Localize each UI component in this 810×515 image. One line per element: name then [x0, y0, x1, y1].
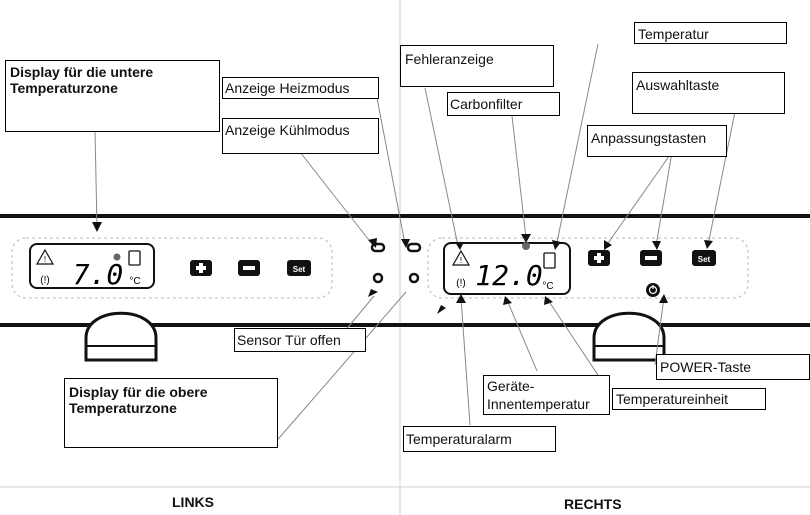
left-door-sensor-indicator: [372, 272, 384, 284]
filter-icon: [128, 250, 141, 266]
temp-unit-label: Temperatureinheit: [616, 391, 729, 407]
carbon-filter-label: Carbonfilter: [450, 96, 523, 112]
cool-mode-label: Anzeige Kühlmodus: [225, 122, 350, 138]
temperature-alarm-icon: (!): [40, 275, 49, 286]
temperature-box: [634, 22, 787, 44]
error-label: Fehleranzeige: [405, 51, 494, 67]
temp-alarm-label: Temperaturalarm: [406, 431, 512, 447]
right-temperature-value: 12.0: [475, 259, 542, 292]
inner-temp-label-2: Innentemperatur: [487, 396, 590, 412]
cool-mode-box: [222, 118, 379, 154]
left-set-button[interactable]: Set: [287, 260, 311, 276]
left-temperature-value: 7.0: [73, 258, 124, 291]
right-control-strip: [427, 237, 749, 299]
svg-text:Set: Set: [293, 265, 306, 274]
adjust-keys-label: Anpassungstasten: [591, 130, 707, 146]
error-box: [400, 45, 554, 87]
left-unit-label: °C: [129, 276, 140, 287]
left-temperature-display: ! (!) 7.0 °C: [29, 243, 155, 291]
heat-mode-box: [222, 77, 379, 99]
svg-text:Set: Set: [698, 255, 711, 264]
inner-temp-label-1: Geräte-: [487, 378, 535, 394]
sensor-door-label: Sensor Tür offen: [237, 332, 341, 348]
display-lower-zone-box: [5, 60, 220, 132]
right-set-button[interactable]: Set: [692, 250, 716, 266]
temp-alarm-box: [403, 426, 556, 452]
left-control-strip: [11, 237, 333, 299]
adjust-keys-box: [587, 125, 727, 157]
temp-unit-box: [612, 388, 766, 410]
carbon-filter-indicator: [113, 253, 121, 261]
power-button[interactable]: [646, 283, 660, 297]
sensor-door-box: [234, 328, 366, 352]
carbon-filter-box: [447, 92, 560, 116]
display-upper-zone-label: Display für die obere Temperaturzone: [69, 384, 208, 416]
heat-mode-label: Anzeige Heizmodus: [225, 80, 350, 96]
heat-mode-indicator: [406, 242, 422, 253]
left-plus-button[interactable]: [190, 260, 212, 276]
right-door-sensor-indicator: [408, 272, 420, 284]
right-temperature-display: ! (!) 12.0 °C: [443, 242, 571, 295]
inner-temp-box: [483, 375, 610, 415]
left-door-handle: [84, 311, 158, 362]
power-key-label: POWER-Taste: [660, 359, 752, 375]
warning-icon: [35, 248, 55, 265]
power-key-box: [656, 354, 810, 380]
right-unit-label: °C: [542, 281, 553, 292]
display-upper-zone-box: [64, 378, 278, 448]
error-indicator-icon: [451, 249, 471, 266]
right-minus-button[interactable]: [640, 250, 662, 266]
temperature-label: Temperatur: [638, 26, 709, 42]
right-door-handle: [592, 311, 666, 362]
svg-text:!: !: [460, 256, 462, 265]
select-key-label: Auswahltaste: [636, 77, 720, 93]
temperature-alarm-icon: (!): [456, 278, 465, 289]
display-lower-zone-label: Display für die untere Temperaturzone: [10, 64, 154, 96]
left-minus-button[interactable]: [238, 260, 260, 276]
footer-left-label: LINKS: [172, 494, 214, 510]
svg-text:!: !: [44, 255, 46, 264]
carbon-filter-indicator: [522, 242, 530, 250]
filter-icon: [543, 252, 556, 269]
right-plus-button[interactable]: [588, 250, 610, 266]
footer-right-label: RECHTS: [564, 496, 622, 512]
select-key-box: [632, 72, 785, 114]
